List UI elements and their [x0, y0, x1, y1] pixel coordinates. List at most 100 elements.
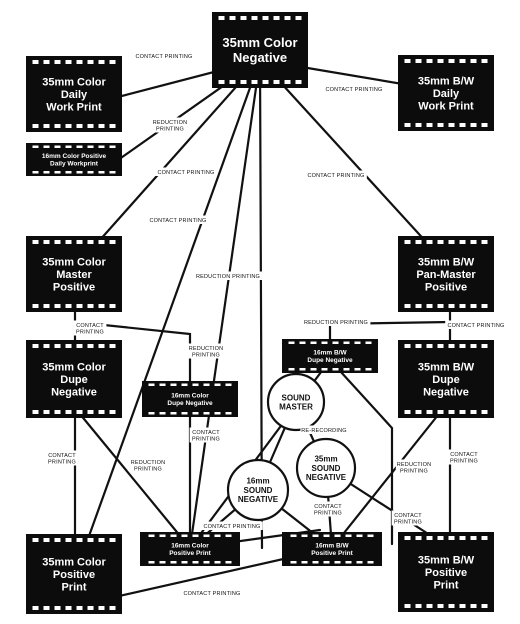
sprocket-hole	[273, 80, 280, 84]
sprocket-hole	[459, 604, 466, 608]
label-backdrop	[201, 521, 263, 530]
sprocket-hole	[459, 536, 466, 540]
sprocket-hole	[288, 368, 295, 371]
node-label-line: Positive Print	[169, 550, 211, 557]
process-label-text: CONTACT PRINTING	[149, 218, 206, 224]
sprocket-hole	[65, 171, 72, 174]
sprocket-hole	[159, 534, 166, 537]
sprocket-hole	[404, 344, 411, 348]
sprocket-hole	[225, 412, 232, 415]
sprocket-hole	[181, 412, 188, 415]
process-label-text: CONTACT PRINTING	[307, 173, 364, 179]
node-label-line: 16mm Color Positive	[42, 153, 107, 160]
sprocket-hole	[87, 344, 94, 348]
sprocket-hole	[459, 344, 466, 348]
process-label-text: CONTACT	[48, 453, 76, 459]
sprocket-hole	[214, 561, 221, 564]
sprocket-hole	[87, 60, 94, 64]
sprocket-hole	[192, 383, 199, 386]
sprocket-hole	[225, 383, 232, 386]
sprocket-hole	[218, 80, 225, 84]
sprocket-hole	[76, 410, 83, 414]
sprocket-hole	[437, 604, 444, 608]
sprocket-hole	[65, 538, 72, 542]
sprocket-hole	[448, 410, 455, 414]
sprocket-hole	[192, 534, 199, 537]
sprocket-hole	[356, 534, 363, 537]
sprocket-hole	[148, 412, 155, 415]
node-label-line: MASTER	[279, 402, 313, 411]
sprocket-hole	[76, 240, 83, 244]
sprocket-hole	[109, 344, 116, 348]
film-frame	[142, 381, 238, 417]
sprocket-hole	[288, 341, 295, 344]
sprocket-hole	[426, 344, 433, 348]
sprocket-hole	[32, 60, 39, 64]
label-backdrop	[445, 320, 507, 329]
sprocket-hole	[214, 534, 221, 537]
node-label-line: 35mm Color	[42, 556, 106, 568]
connector-line	[188, 58, 262, 550]
sprocket-hole	[43, 410, 50, 414]
sprocket-hole	[470, 604, 477, 608]
sprocket-hole	[343, 341, 350, 344]
node-label-line: 35mm B/W	[418, 256, 475, 268]
sprocket-hole	[323, 561, 330, 564]
node-label-line: 16mm	[246, 477, 269, 486]
sprocket-hole	[301, 561, 308, 564]
sprocket-hole	[109, 171, 116, 174]
sprocket-hole	[109, 240, 116, 244]
node-label-line: Positive	[425, 567, 467, 579]
node-label-line: 16mm Color	[171, 393, 209, 400]
sprocket-hole	[87, 124, 94, 128]
process-label-text: CONTACT PRINTING	[135, 54, 192, 60]
sprocket-hole	[229, 16, 236, 20]
sprocket-hole	[109, 538, 116, 542]
process-label-text: CONTACT PRINTING	[203, 524, 260, 530]
sprocket-hole	[109, 145, 116, 148]
sound-disc	[295, 437, 357, 499]
sprocket-hole	[98, 145, 105, 148]
sprocket-hole	[284, 80, 291, 84]
sprocket-hole	[203, 383, 210, 386]
sprocket-hole	[459, 240, 466, 244]
sprocket-hole	[310, 368, 317, 371]
node-label-line: Dupe Negative	[307, 357, 353, 364]
sprocket-hole	[426, 536, 433, 540]
sprocket-hole	[345, 561, 352, 564]
sprocket-hole	[98, 606, 105, 610]
sprocket-hole	[470, 410, 477, 414]
process-label-text: PRINTING	[394, 520, 422, 526]
label-backdrop	[301, 317, 371, 326]
sprocket-hole	[404, 410, 411, 414]
node-label-line: Master	[56, 269, 92, 281]
sprocket-hole	[481, 410, 488, 414]
sprocket-hole	[251, 80, 258, 84]
sprocket-hole	[98, 538, 105, 542]
sprocket-hole	[203, 534, 210, 537]
sprocket-hole	[54, 124, 61, 128]
node-label-line: 35mm B/W	[418, 75, 475, 87]
label-backdrop	[447, 449, 481, 465]
label-cp-bottom: CONTACT PRINTING	[181, 588, 243, 597]
sprocket-hole	[43, 240, 50, 244]
film-frame	[140, 532, 240, 566]
sprocket-hole	[65, 304, 72, 308]
sprocket-hole	[109, 304, 116, 308]
sprocket-hole	[470, 123, 477, 127]
sprocket-hole	[354, 341, 361, 344]
node-label-line: SOUND	[312, 464, 341, 473]
sprocket-hole	[273, 16, 280, 20]
sprocket-hole	[356, 561, 363, 564]
node-label-line: NEGATIVE	[306, 473, 347, 482]
process-label-text: CONTACT PRINTING	[325, 87, 382, 93]
node-label-line: 35mm Color	[42, 361, 106, 373]
node-label-line: 16mm Color	[171, 543, 209, 550]
sprocket-hole	[437, 59, 444, 63]
